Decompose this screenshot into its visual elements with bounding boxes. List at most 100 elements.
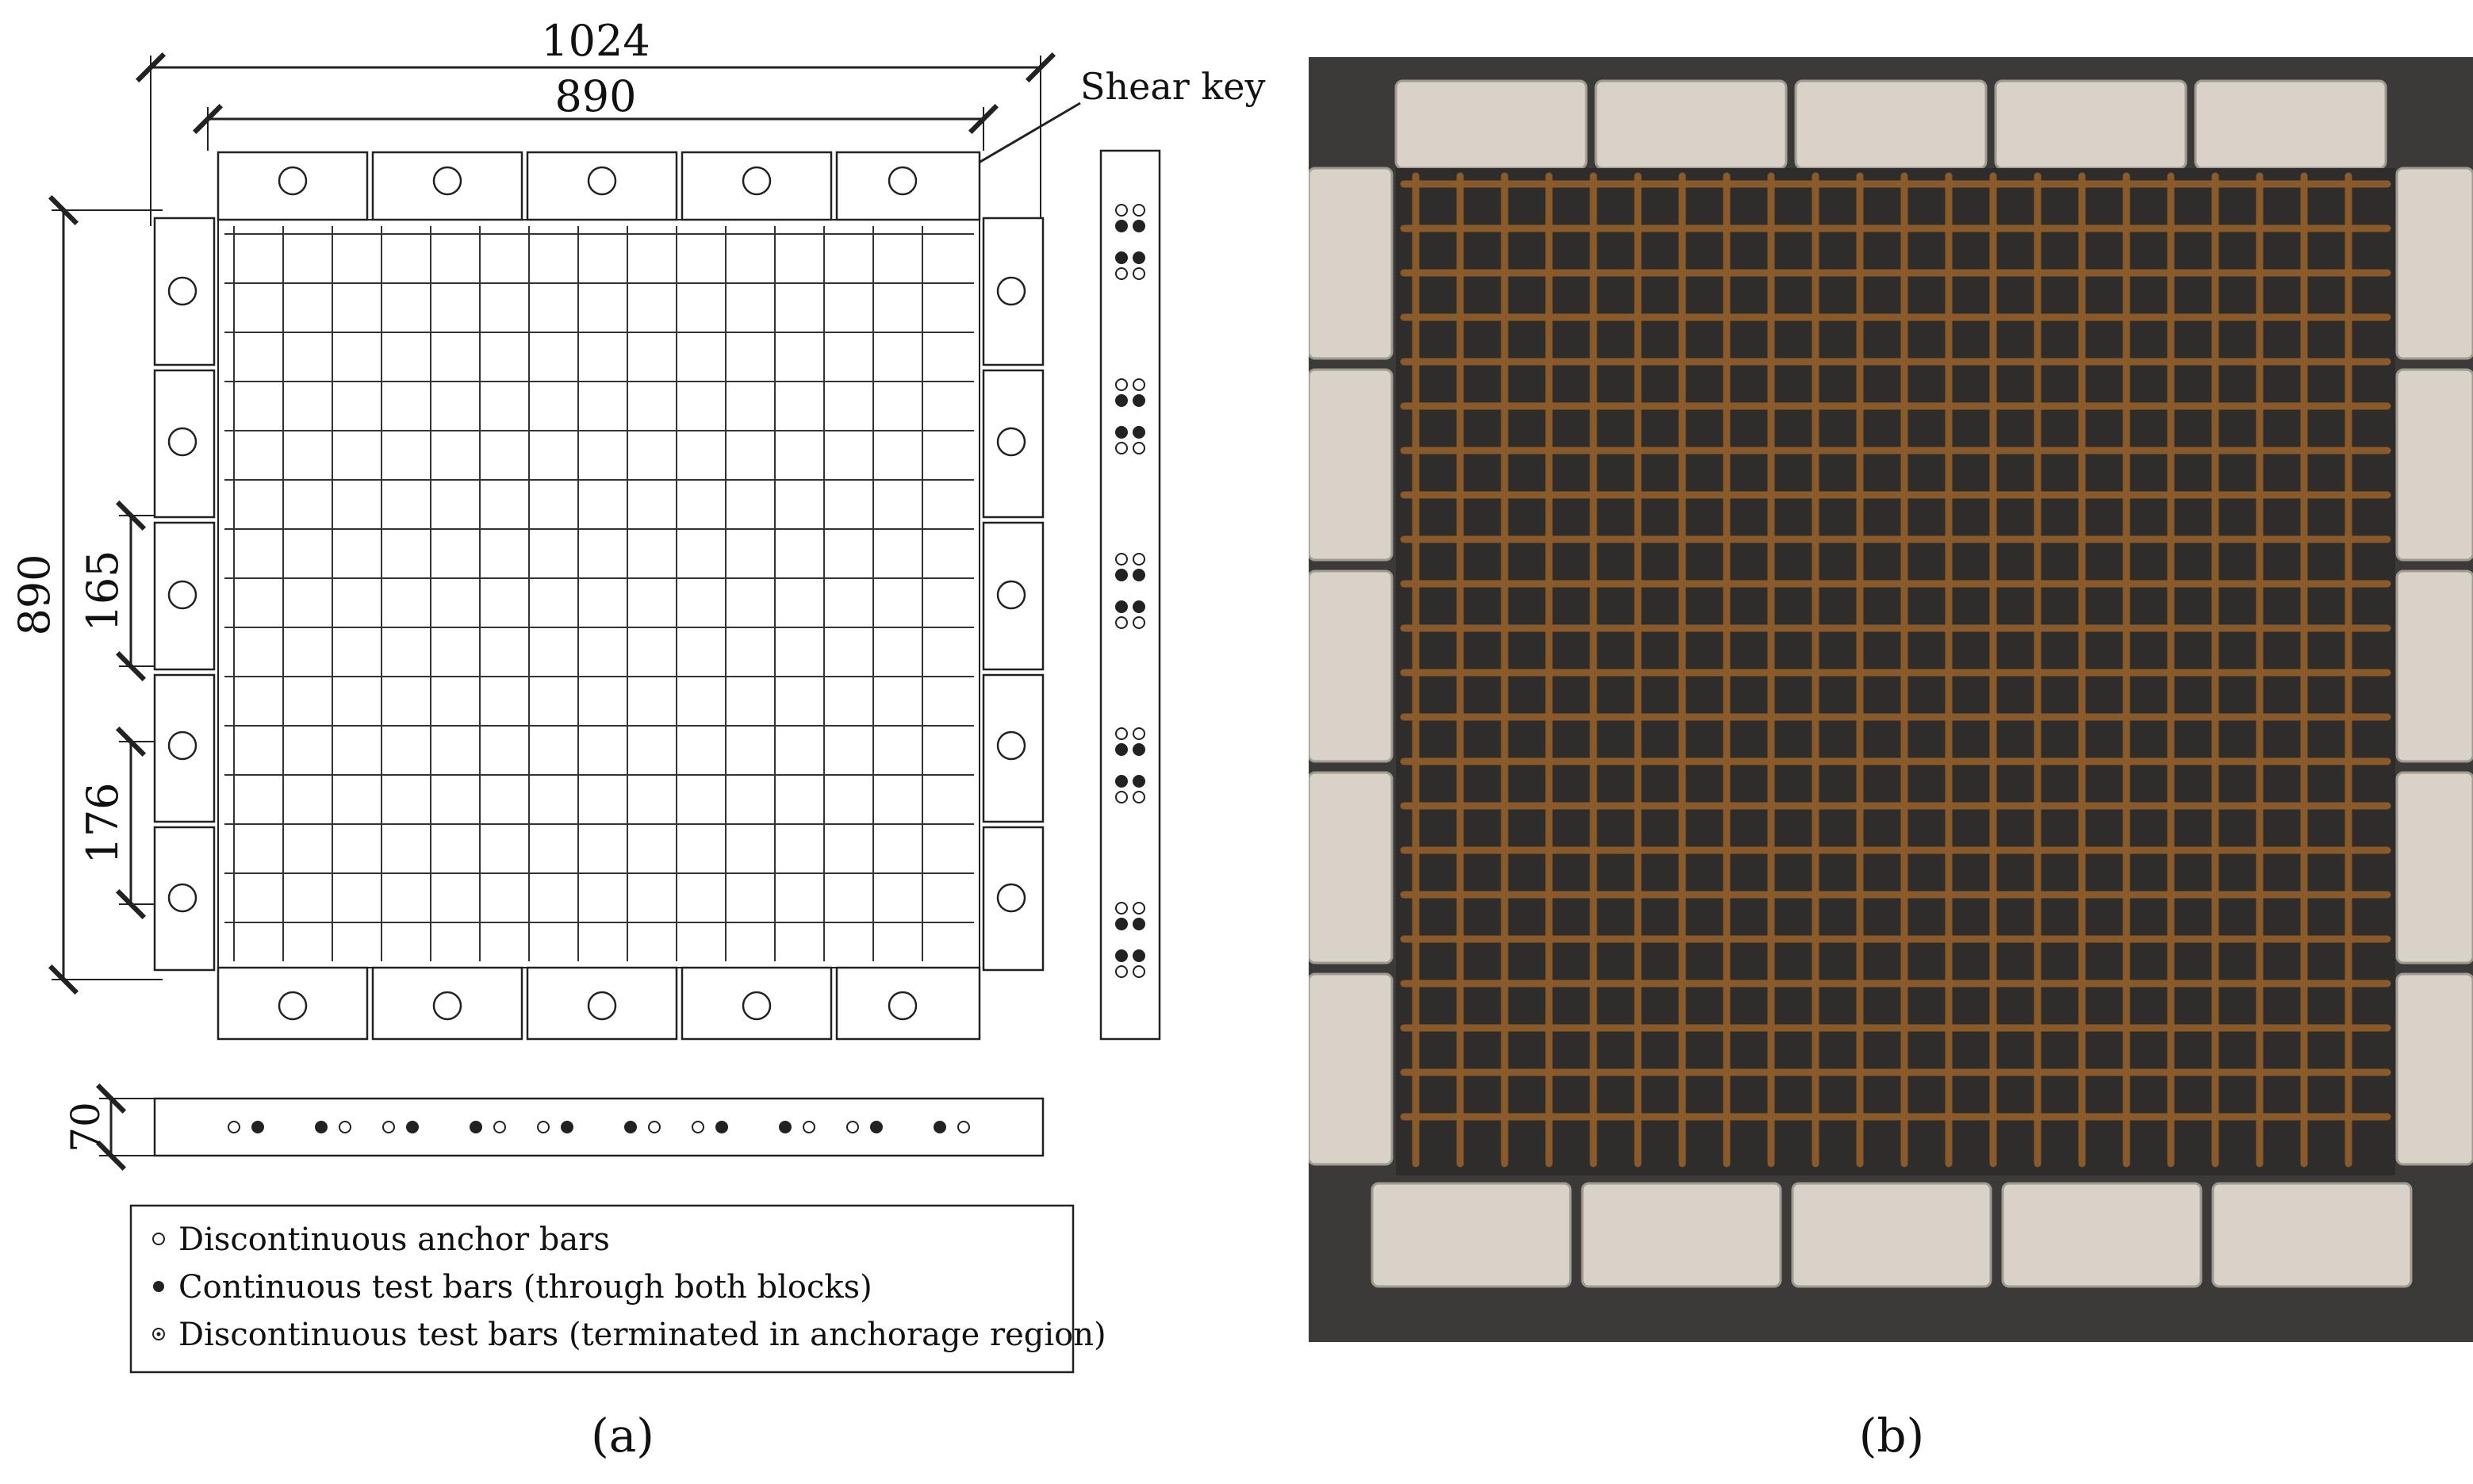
bar-mark	[537, 1121, 550, 1133]
bar-mark	[1133, 204, 1145, 217]
open-circle-icon	[152, 1233, 165, 1245]
filled-circle-icon	[153, 1281, 164, 1292]
top-anchor-blocks	[217, 151, 981, 221]
bar-mark	[251, 1121, 264, 1133]
bar-mark	[1115, 442, 1128, 454]
photo-block-left	[1309, 569, 1394, 763]
dimension-label-890-left: 890	[10, 554, 59, 635]
bar-mark	[1115, 378, 1128, 391]
bar-mark	[1133, 616, 1145, 629]
bar-mark	[1133, 902, 1145, 915]
photo-block-top	[1394, 79, 1588, 170]
legend: Discontinuous anchor bars Continuous tes…	[129, 1204, 1106, 1374]
photo-block-bottom	[1581, 1182, 1782, 1288]
dimension-spacing-176: 176	[78, 726, 178, 920]
bar-mark	[1115, 965, 1128, 978]
photo-block-right	[2395, 569, 2473, 763]
bar-mark	[1133, 743, 1145, 756]
dimension-label-1024: 1024	[541, 16, 650, 66]
dimension-height: 890	[10, 194, 163, 995]
bar-mark	[1133, 949, 1145, 962]
bar-mark	[406, 1121, 419, 1133]
bar-mark	[1115, 426, 1128, 439]
photo-block-right	[2395, 771, 2473, 964]
photo-rebar-cage	[1309, 57, 2473, 1342]
bottom-elevation: 70	[63, 1083, 1045, 1171]
bar-mark	[1133, 442, 1145, 454]
bar-mark	[228, 1121, 240, 1133]
photo-block-left	[1309, 771, 1394, 964]
bar-mark	[1115, 616, 1128, 629]
photo-block-bottom	[1791, 1182, 1992, 1288]
photo-block-right	[2395, 972, 2473, 1166]
photo-block-top	[1794, 79, 1988, 170]
bar-mark	[1133, 965, 1145, 978]
bar-mark	[692, 1121, 704, 1133]
dimension-overall-width: 1024	[135, 16, 1056, 226]
bar-mark	[1115, 918, 1128, 930]
photo-block-right	[2395, 368, 2473, 562]
bar-mark	[624, 1121, 637, 1133]
photo-block-bottom	[2211, 1182, 2413, 1288]
legend-label-terminated-bars: Discontinuous test bars (terminated in a…	[178, 1317, 1106, 1353]
bottom-elevation-bar-marks	[228, 1121, 970, 1133]
bar-mark	[1133, 553, 1145, 566]
bar-mark	[1115, 791, 1128, 803]
bar-mark	[715, 1121, 728, 1133]
rebar-grid	[224, 226, 974, 961]
bar-mark	[1115, 267, 1128, 280]
bar-mark	[1133, 220, 1145, 232]
specimen-boundary	[217, 219, 980, 968]
bar-mark	[561, 1121, 573, 1133]
bar-mark	[1115, 902, 1128, 915]
shear-key-callout: Shear key	[951, 65, 1265, 180]
bar-mark	[1115, 727, 1128, 740]
bar-mark	[339, 1121, 351, 1133]
bar-mark	[1133, 569, 1145, 581]
bar-mark	[846, 1121, 859, 1133]
photo-block-left	[1309, 167, 1394, 360]
photo-block-top	[1594, 79, 1788, 170]
dimension-label-176: 176	[78, 782, 128, 864]
dimension-label-890-top: 890	[554, 71, 636, 121]
bar-mark	[470, 1121, 482, 1133]
dimension-inner-width: 890	[192, 71, 999, 151]
bar-mark	[1115, 204, 1128, 217]
bar-mark	[382, 1121, 395, 1133]
bar-mark	[1115, 743, 1128, 756]
photo-concrete-blocks	[1309, 79, 2473, 1288]
bar-mark	[1115, 394, 1128, 407]
right-anchor-blocks	[982, 217, 1045, 972]
photo-block-bottom	[2001, 1182, 2203, 1288]
bar-mark	[1133, 378, 1145, 391]
photo-block-top	[2194, 79, 2387, 170]
photo-block-left	[1309, 972, 1394, 1166]
photo-block-right	[2395, 167, 2473, 360]
bar-mark	[1133, 775, 1145, 788]
photo-block-bottom	[1371, 1182, 1572, 1288]
photo-block-left	[1309, 368, 1394, 562]
bar-mark	[1133, 267, 1145, 280]
bar-mark	[648, 1121, 661, 1133]
shear-key-label: Shear key	[1080, 65, 1265, 108]
legend-label-continuous-bars: Continuous test bars (through both block…	[178, 1269, 872, 1306]
bar-mark	[1133, 600, 1145, 613]
bar-mark	[779, 1121, 792, 1133]
panel-a-drawing: 1024 890 890 165 176	[10, 16, 1265, 1463]
bar-mark	[1115, 775, 1128, 788]
legend-box	[129, 1204, 1075, 1374]
bar-mark	[1133, 918, 1145, 930]
bar-mark	[1115, 220, 1128, 232]
bar-mark	[1133, 426, 1145, 439]
left-anchor-blocks	[153, 217, 216, 972]
bar-mark	[934, 1121, 946, 1133]
side-elevation-bar-marks	[1115, 204, 1145, 978]
bar-mark	[493, 1121, 506, 1133]
bar-mark	[1115, 569, 1128, 581]
legend-label-anchor-bars: Discontinuous anchor bars	[178, 1221, 610, 1258]
photograph-panel	[1309, 57, 2473, 1342]
side-elevation	[1099, 149, 1161, 1041]
bar-mark	[1133, 727, 1145, 740]
bar-mark	[957, 1121, 970, 1133]
dimension-spacing-165: 165	[78, 500, 163, 682]
